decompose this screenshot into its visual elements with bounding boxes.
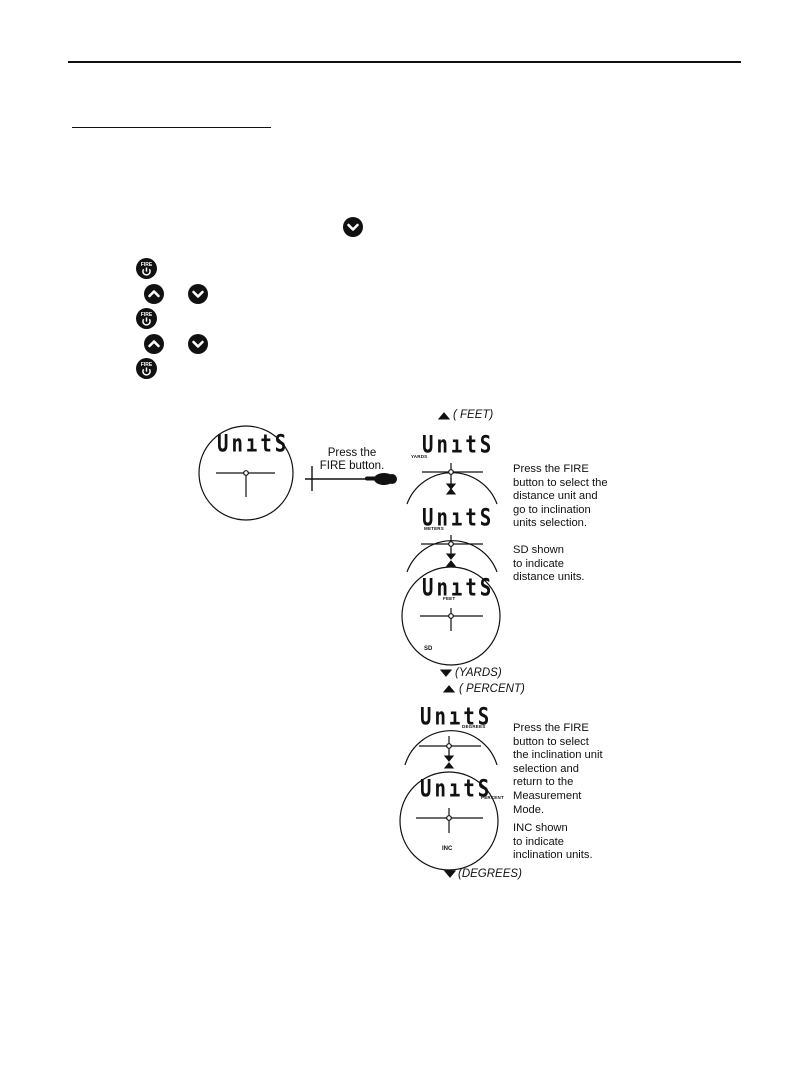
- down-triangle-icon: [439, 669, 453, 677]
- down-arrow-button-icon: [343, 217, 363, 237]
- caption-degrees: (DEGREES): [458, 868, 522, 880]
- unit-label-yards: YARDS: [411, 454, 428, 459]
- note-inclination-select: Press the FIRE button to select the incl…: [513, 722, 603, 817]
- mode-indicator-inc: INC: [442, 846, 453, 852]
- down-arrow-button-icon: [188, 334, 208, 354]
- display-circle-feet: [401, 566, 501, 666]
- display-units-text: UnıtS: [420, 775, 493, 803]
- note-inc-indicator: INC shown to indicate inclination units.: [513, 822, 593, 863]
- display-arc-meters: [406, 540, 498, 573]
- section-heading-underline: [72, 127, 271, 128]
- press-label-line: Press the: [327, 447, 377, 459]
- note-line: return to the: [513, 776, 574, 789]
- unit-label-percent: PERCENT: [481, 795, 504, 800]
- note-line: units selection.: [513, 517, 588, 530]
- fire-power-button-icon: FIRE: [136, 258, 157, 279]
- note-line: Mode.: [513, 803, 545, 816]
- caption-yards: (YARDS): [455, 667, 502, 679]
- display-arc-degrees: [404, 730, 498, 766]
- note-line: Measurement: [513, 789, 582, 802]
- note-line: button to select: [513, 735, 589, 748]
- fire-power-button-icon: FIRE: [136, 308, 157, 329]
- note-line: inclination units.: [513, 849, 593, 862]
- header-rule: [68, 61, 741, 63]
- down-arrow-button-icon: [188, 284, 208, 304]
- up-triangle-icon: [437, 412, 451, 420]
- note-line: to indicate: [513, 835, 564, 848]
- note-line: Press the FIRE: [513, 722, 589, 734]
- note-line: Press the FIRE: [513, 463, 589, 475]
- display-units-text: UnıtS: [422, 504, 495, 532]
- unit-label-feet: FEET: [443, 596, 456, 601]
- display-circle-percent: [399, 771, 499, 871]
- up-arrow-button-icon: [144, 334, 164, 354]
- caption-feet: ( FEET): [453, 409, 494, 421]
- up-triangle-icon: [442, 685, 456, 693]
- note-line: go to inclination: [513, 503, 591, 516]
- display-circle-left: [198, 425, 294, 521]
- svg-text:FIRE: FIRE: [141, 262, 153, 268]
- note-line: INC shown: [513, 822, 568, 834]
- note-line: button to select the: [513, 476, 608, 489]
- fire-power-button-icon: FIRE: [136, 358, 157, 379]
- caption-percent: ( PERCENT): [459, 683, 525, 695]
- up-arrow-button-icon: [144, 284, 164, 304]
- svg-text:FIRE: FIRE: [141, 312, 153, 318]
- unit-label-degrees: DEGREES: [462, 724, 486, 729]
- display-units-text: UnıtS: [422, 431, 495, 459]
- display-units-text: UnıtS: [217, 430, 290, 458]
- note-line: to indicate: [513, 557, 564, 570]
- svg-text:FIRE: FIRE: [141, 362, 153, 368]
- note-line: selection and: [513, 762, 579, 775]
- press-fire-label: Press the FIRE button.: [312, 447, 392, 473]
- down-triangle-icon: [443, 870, 457, 878]
- pointing-hand-icon: [365, 473, 397, 485]
- note-line: distance units.: [513, 571, 585, 584]
- display-units-text: UnıtS: [422, 574, 495, 602]
- mode-indicator-sd: SD: [424, 646, 433, 652]
- display-units-text: UnıtS: [420, 703, 493, 731]
- note-sd-indicator: SD shown to indicate distance units.: [513, 544, 585, 585]
- note-line: distance unit and: [513, 490, 598, 503]
- note-line: the inclination unit: [513, 749, 603, 762]
- note-distance-select: Press the FIRE button to select the dist…: [513, 463, 608, 531]
- note-line: SD shown: [513, 544, 564, 556]
- press-label-line: FIRE button.: [319, 460, 385, 472]
- unit-label-meters: METERS: [424, 526, 444, 531]
